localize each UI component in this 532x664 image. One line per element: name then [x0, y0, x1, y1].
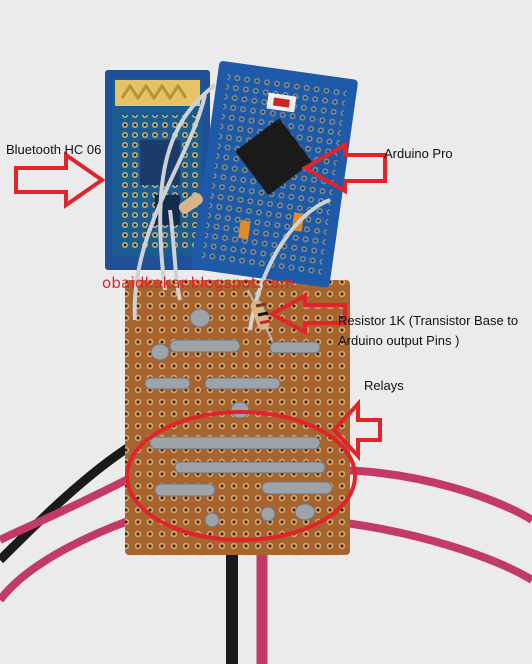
arrow-resistor	[267, 292, 347, 336]
relays-highlight-ellipse	[125, 410, 357, 542]
label-arduino: Arduino Pro	[384, 146, 453, 161]
perfboard	[125, 280, 350, 555]
label-resistor-line2: Arduino output Pins )	[338, 333, 460, 348]
label-bluetooth: Bluetooth HC 06	[6, 142, 102, 157]
label-relays: Relays	[364, 378, 404, 393]
resistor-small	[178, 193, 203, 214]
watermark: obaidkakar.blogspot.com	[102, 274, 295, 292]
resistor-1k	[247, 289, 273, 341]
bluetooth-module	[105, 70, 210, 270]
arrow-arduino	[300, 141, 387, 195]
label-resistor-line1: Resistor 1K (Transistor Base to	[338, 313, 519, 328]
arrow-relays	[331, 398, 382, 462]
arrow-bluetooth	[14, 151, 106, 209]
